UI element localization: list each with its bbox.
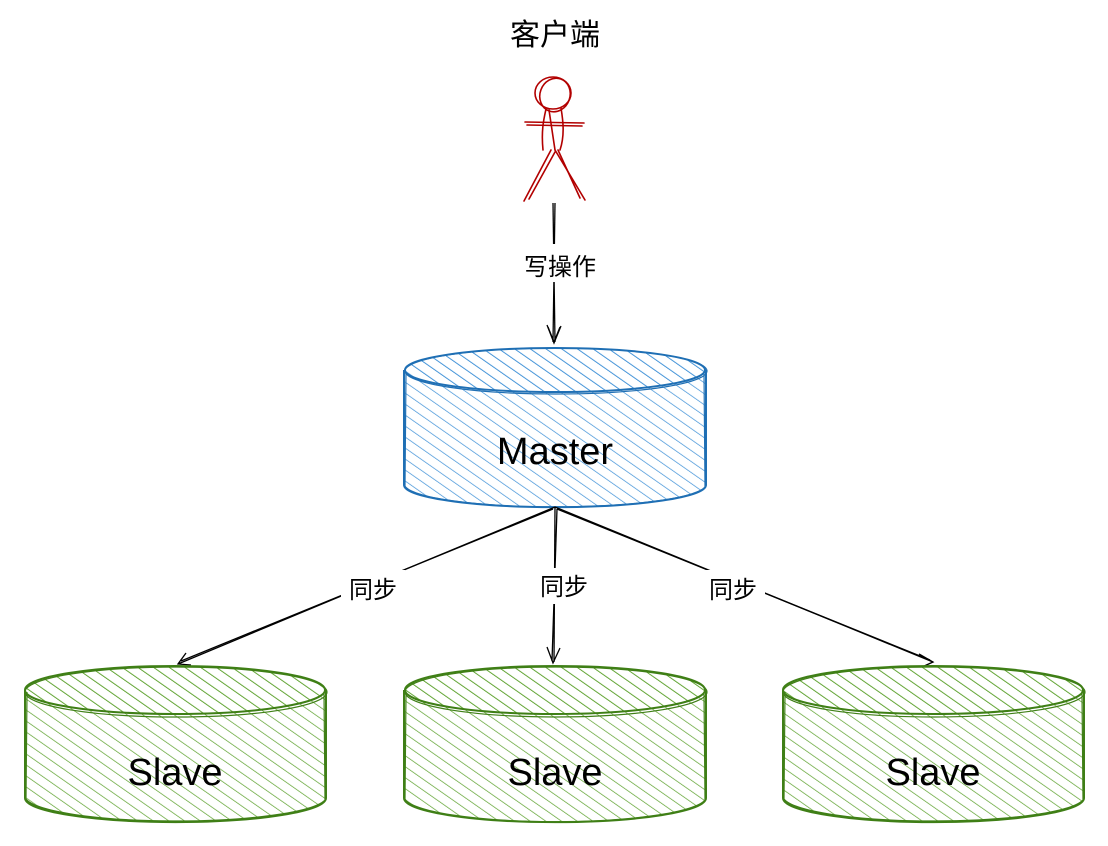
sync-label-middle-bg [532, 568, 596, 604]
slave-label-right: Slave [885, 752, 980, 794]
write-label-bg [510, 244, 606, 282]
sync-label-right-bg [701, 570, 765, 606]
master-label: Master [497, 431, 613, 473]
person-stick-figure-icon [523, 76, 586, 202]
sync-label-left-bg [341, 570, 405, 606]
slave-label-left: Slave [127, 752, 222, 794]
sync-label-middle: 同步 [540, 573, 588, 601]
sync-label-left: 同步 [349, 576, 397, 604]
client-title: 客户端 [510, 18, 600, 53]
slave-db-right [782, 665, 1086, 824]
slave-db-middle [403, 665, 708, 824]
slave-db-left [24, 665, 328, 824]
slave-label-middle: Slave [507, 752, 602, 794]
sync-label-right: 同步 [709, 576, 757, 604]
master-db [403, 347, 708, 509]
write-label: 写操作 [524, 253, 596, 281]
